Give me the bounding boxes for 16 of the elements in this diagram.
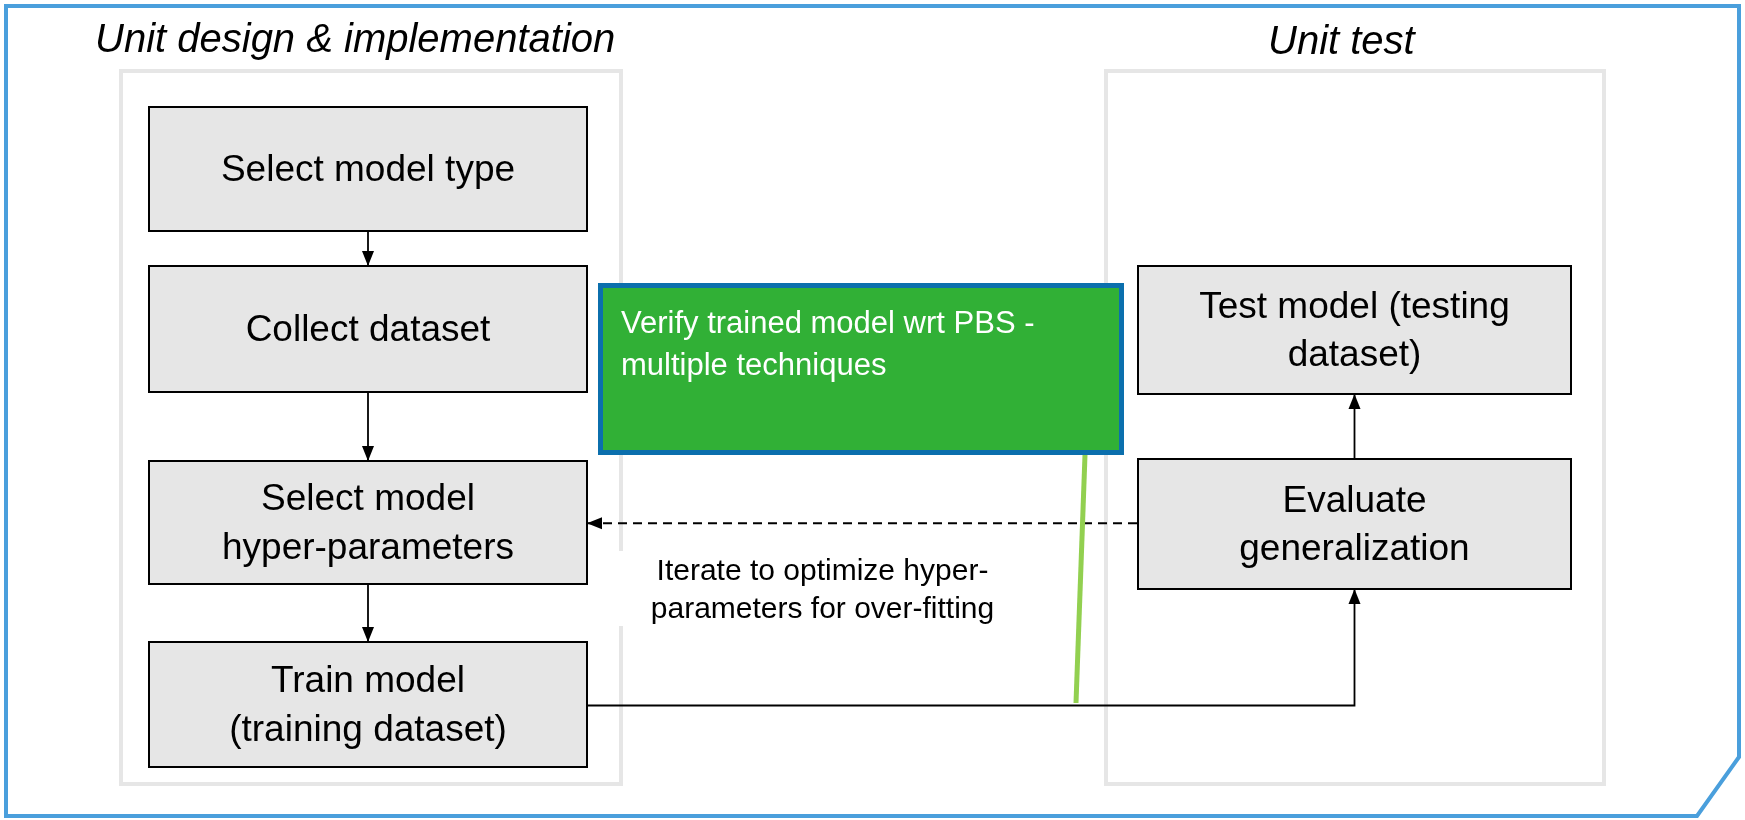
- process-box: Test model (testing dataset): [1137, 265, 1572, 395]
- arrow: [1348, 394, 1361, 459]
- group-heading: Unit test: [1268, 20, 1415, 60]
- process-box: Train model (training dataset): [148, 641, 588, 768]
- process-box: Evaluate generalization: [1137, 458, 1572, 590]
- arrow: [362, 231, 374, 266]
- arrow: [362, 584, 374, 642]
- arrow: [362, 392, 374, 461]
- process-box: Collect dataset: [148, 265, 588, 393]
- process-box: Select model type: [148, 106, 588, 232]
- group-heading: Unit design & implementation: [95, 18, 616, 58]
- arrow: [587, 589, 1361, 707]
- arrow: [587, 517, 1138, 530]
- leader-line: [1073, 454, 1088, 704]
- callout-box: Verify trained model wrt PBS - multiple techniques: [598, 283, 1124, 455]
- process-box: Select model hyper-parameters: [148, 460, 588, 585]
